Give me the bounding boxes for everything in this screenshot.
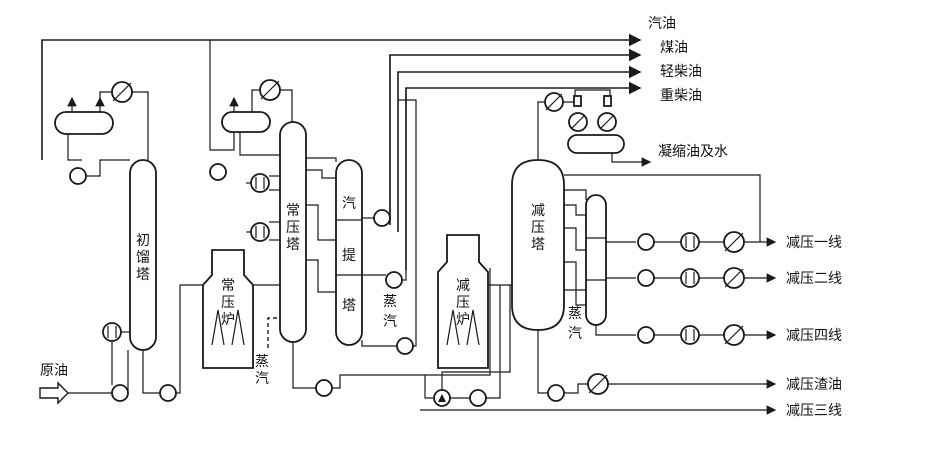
vac-side-stripper xyxy=(585,194,607,326)
vac-line2-label: 减压二线 xyxy=(786,271,842,287)
light-diesel-label: 轻柴油 xyxy=(660,64,702,80)
stripper-char-2: 提 xyxy=(342,248,356,264)
atm-tower-char-2: 压 xyxy=(286,220,300,236)
crude-oil-label: 原油 xyxy=(40,363,68,379)
crude-feed-pump-icon xyxy=(111,384,129,402)
condensate-drum xyxy=(567,134,625,154)
atm-bottom-pump-icon xyxy=(315,379,333,397)
atm-pumparound-exchanger-2-icon xyxy=(250,222,270,242)
atm-reflux-pump-icon xyxy=(209,163,227,181)
vac-line1-pump-icon xyxy=(637,233,655,251)
atm-tower-char-1: 常 xyxy=(286,203,300,219)
stripper-steam-char-2: 汽 xyxy=(383,314,397,330)
pre-flash-heat-exchanger-icon xyxy=(102,322,122,342)
vac-furnace-char-1: 减 xyxy=(456,278,470,294)
vac-residue-label: 减压渣油 xyxy=(786,377,842,393)
gasoline-label: 汽油 xyxy=(648,16,676,32)
stripper-pump-2-icon xyxy=(385,271,403,289)
crude-oil-arrow-icon xyxy=(39,381,69,405)
stripper-char-1: 汽 xyxy=(342,196,356,212)
atm-reflux-drum xyxy=(221,111,271,133)
vac-tower-char-2: 压 xyxy=(531,220,545,236)
vac-line1-label: 减压一线 xyxy=(786,235,842,251)
atm-steam-char-1: 蒸 xyxy=(255,354,269,370)
vac-tower xyxy=(511,159,565,331)
stripper-pump-3-icon xyxy=(396,337,414,355)
vac-line1-exchanger-icon xyxy=(680,232,700,252)
stripper-tower xyxy=(335,159,363,346)
atm-furnace-char-3: 炉 xyxy=(221,312,235,328)
vac-line4-pump-icon xyxy=(637,326,655,344)
pre-flash-tower-char-2: 馏 xyxy=(136,250,150,266)
atm-tower-char-3: 塔 xyxy=(286,237,300,253)
vac-furnace xyxy=(437,234,489,369)
vac-furnace-char-3: 炉 xyxy=(456,312,470,328)
vac-furnace-char-2: 压 xyxy=(456,295,470,311)
vacuum-section: 减 压 炉 减 压 塔 凝缩油及水 xyxy=(420,89,842,419)
pre-flash-reflux-pump-icon xyxy=(69,167,87,185)
atm-pumparound-exchanger-1-icon xyxy=(250,173,270,193)
pre-flash-section: 初 馏 塔 xyxy=(54,81,212,402)
pre-flash-tower-char-1: 初 xyxy=(136,232,150,249)
condensate-water-label: 凝缩油及水 xyxy=(658,144,728,160)
ejector-1 xyxy=(573,95,582,107)
heavy-diesel-label: 重柴油 xyxy=(660,88,702,104)
vac-tower-char-3: 塔 xyxy=(531,237,545,253)
vac-line4-label: 减压四线 xyxy=(786,328,842,344)
pre-flash-reflux-drum xyxy=(54,111,114,135)
stripper-pump-1-icon xyxy=(373,209,391,227)
vac-tower-char-1: 减 xyxy=(531,203,545,219)
atm-furnace xyxy=(202,249,254,369)
atmospheric-section: 常 压 炉 常 压 塔 蒸 汽 xyxy=(202,40,491,397)
atm-furnace-char-2: 压 xyxy=(221,295,235,311)
atm-steam-char-2: 汽 xyxy=(255,371,269,387)
vac-steam-char-1: 蒸 xyxy=(568,306,582,322)
atm-furnace-char-1: 常 xyxy=(221,278,235,294)
vac-steam-char-2: 汽 xyxy=(568,326,582,342)
stripper-char-3: 塔 xyxy=(342,298,356,314)
vac-residue-pump-icon xyxy=(547,384,565,402)
vac-line2-exchanger-icon xyxy=(680,268,700,288)
pre-flash-tower-char-3: 塔 xyxy=(136,267,150,283)
vac-feed-pump-icon xyxy=(469,389,487,407)
ejector-2 xyxy=(603,95,612,107)
kerosene-label: 煤油 xyxy=(660,40,688,56)
vac-line3-label: 减压三线 xyxy=(786,403,842,419)
vac-line2-pump-icon xyxy=(637,269,655,287)
stripper-steam-char-1: 蒸 xyxy=(383,294,397,310)
vac-line4-exchanger-icon xyxy=(680,325,700,345)
pre-flash-bottom-pump-icon xyxy=(159,384,177,402)
